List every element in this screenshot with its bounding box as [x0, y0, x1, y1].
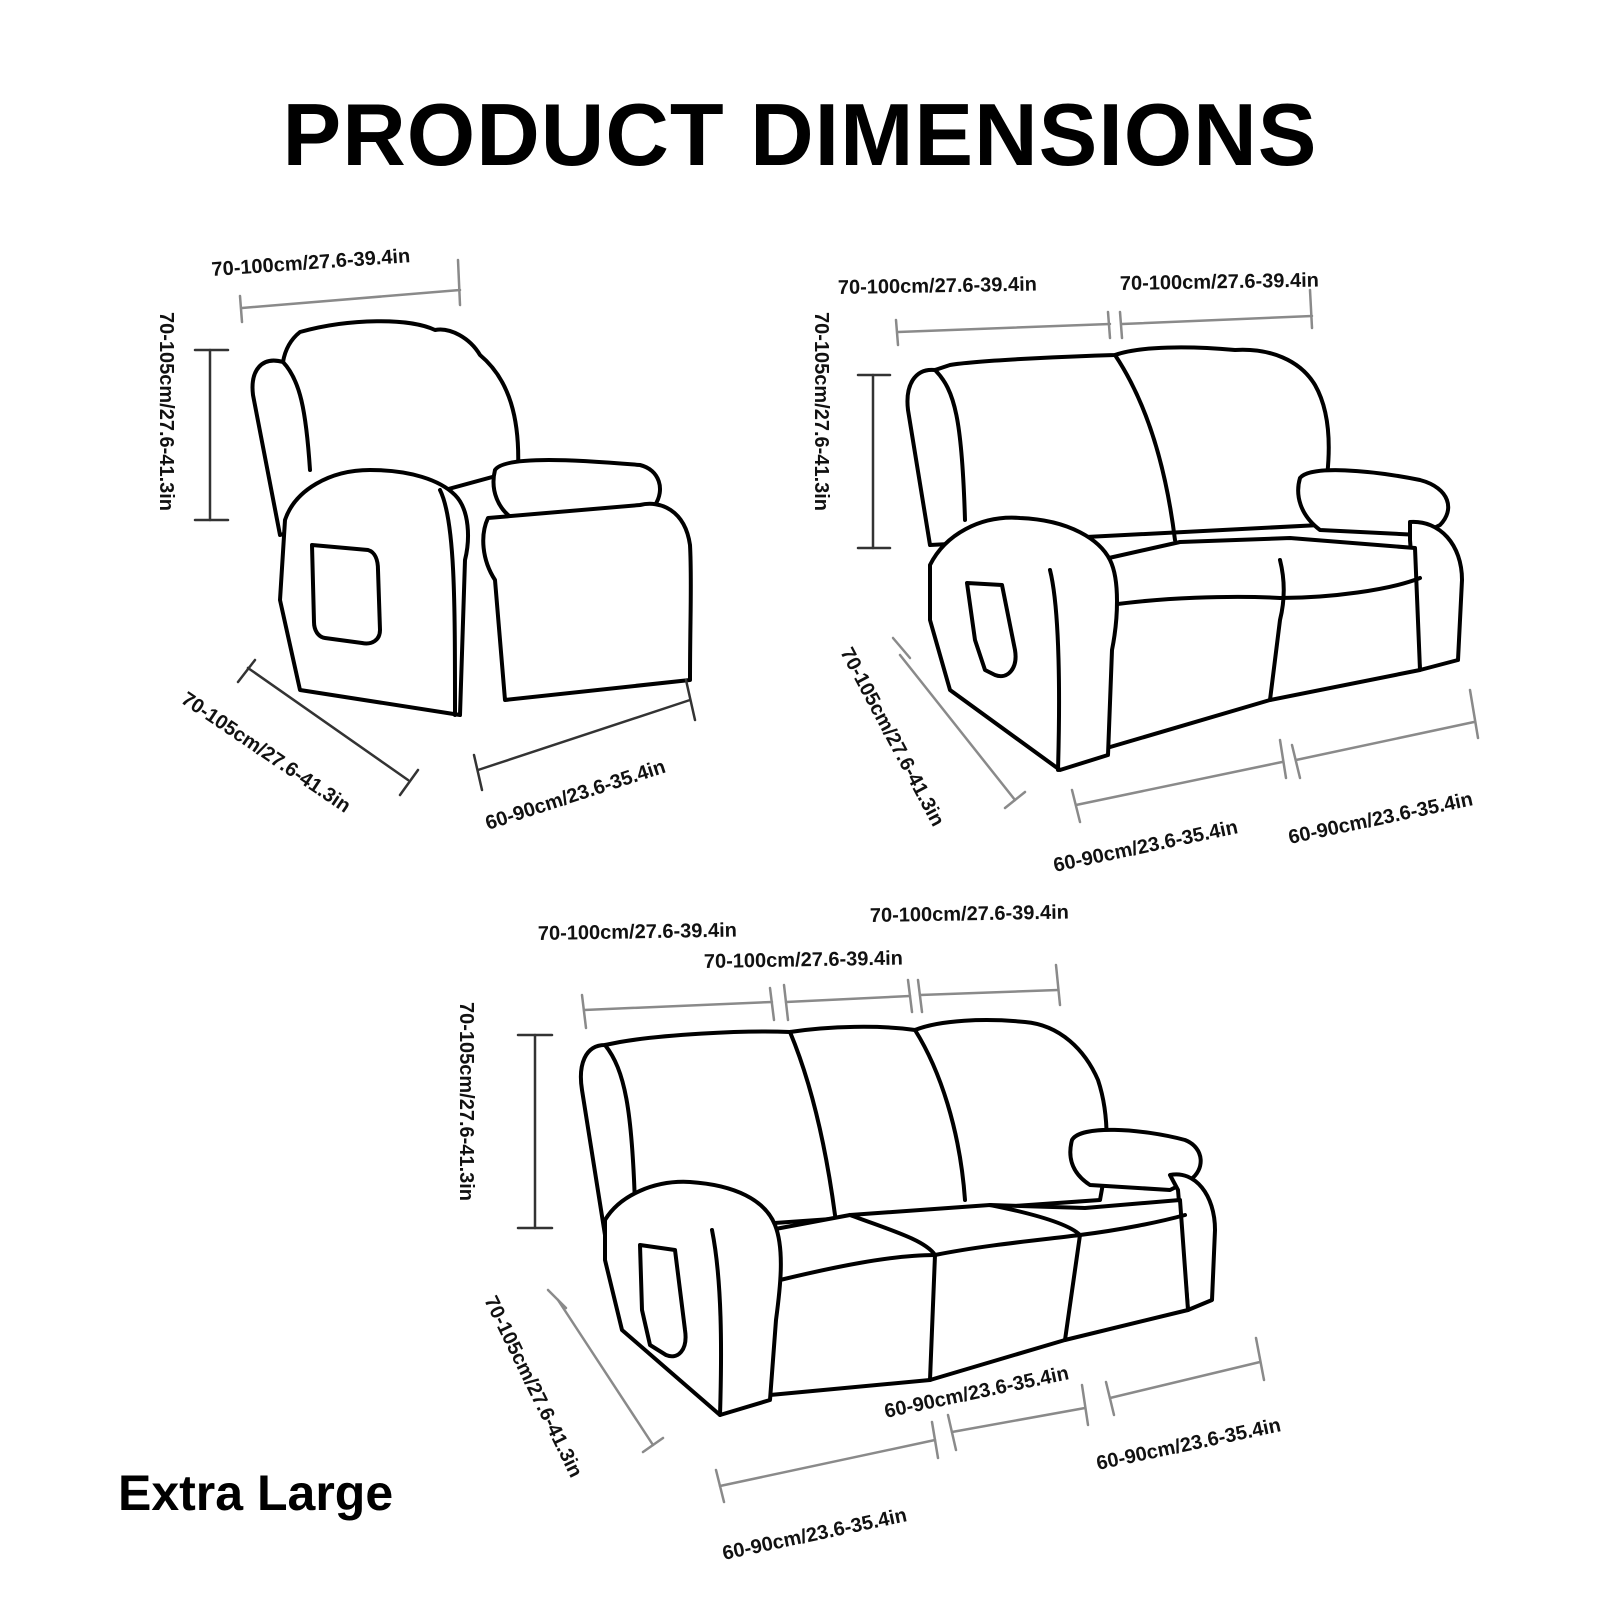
sofa-drawing — [578, 1018, 1217, 1417]
loveseat-seat-cushions — [1098, 536, 1422, 752]
sofa-seat-divider-1 — [848, 1213, 937, 1382]
sofa-back-divider-2 — [913, 1028, 967, 1202]
recliner-seat-width-label: 60-90cm/23.6-35.4in — [483, 756, 669, 835]
loveseat-seat-width-right-label: 60-90cm/23.6-35.4in — [1286, 788, 1474, 849]
sofa-seat-divider-2 — [988, 1203, 1082, 1342]
loveseat-seat-front-edge — [1108, 576, 1422, 607]
sofa-backrest — [578, 1018, 1109, 1237]
sofa-left-arm — [603, 1179, 783, 1417]
loveseat-seat-divider — [1268, 558, 1286, 702]
recliner-depth-label: 70-105cm/27.6-41.3in — [177, 688, 354, 818]
sofa-seat-front-edge — [778, 1213, 1187, 1282]
sofa-back-wing — [603, 1043, 637, 1207]
loveseat-right-arm-front — [1408, 519, 1464, 672]
loveseat-left-arm — [928, 515, 1119, 772]
loveseat-depth-label: 70-105cm/27.6-41.3in — [836, 644, 949, 830]
recliner-top-width-label: 70-100cm/27.6-39.4in — [211, 245, 411, 281]
sofa-top-width-right-label: 70-100cm/27.6-39.4in — [870, 902, 1069, 927]
loveseat-seat-width-left-label: 60-90cm/23.6-35.4in — [1051, 816, 1239, 877]
loveseat-height-label: 70-105cm/27.6-41.3in — [810, 312, 832, 511]
loveseat-arm-seam — [1048, 568, 1062, 772]
recliner-height-label: 70-105cm/27.6-41.3in — [155, 312, 177, 511]
recliner-right-arm-front — [481, 501, 693, 702]
loveseat-drawing — [905, 345, 1464, 772]
sofa-top-width-left-label: 70-100cm/27.6-39.4in — [538, 920, 737, 945]
loveseat-side-pocket — [965, 581, 1018, 679]
sofa-side-pocket — [638, 1243, 688, 1359]
loveseat-backrest — [905, 345, 1331, 547]
sofa-seat-cushions — [768, 1198, 1190, 1397]
single-recliner-measures — [193, 258, 697, 797]
recliner-back-wing — [281, 360, 312, 472]
sofa-measures — [516, 963, 1266, 1504]
loveseat-top-width-right-label: 70-100cm/27.6-39.4in — [1120, 270, 1319, 295]
loveseat-top-width-left-label: 70-100cm/27.6-39.4in — [838, 274, 1037, 299]
loveseat-measures — [856, 288, 1480, 824]
single-recliner-drawing — [250, 319, 693, 717]
sofa-top-width-middle-label: 70-100cm/27.6-39.4in — [704, 948, 903, 973]
sofa-arm-seam — [710, 1228, 724, 1417]
size-label: Extra Large — [118, 1465, 393, 1521]
loveseat-right-arm — [1296, 468, 1451, 537]
sofa-seat-width-left-label: 60-90cm/23.6-35.4in — [720, 1504, 908, 1565]
recliner-side-pocket — [310, 543, 382, 646]
loveseat-back-divider — [1113, 353, 1177, 542]
sofa-height-label: 70-105cm/27.6-41.3in — [455, 1002, 477, 1201]
recliner-arm-seam — [438, 488, 457, 717]
loveseat-back-wing — [933, 368, 967, 522]
sofa-seat-width-right-label: 60-90cm/23.6-35.4in — [1094, 1414, 1282, 1475]
page-title: PRODUCT DIMENSIONS — [283, 85, 1318, 184]
sofa-back-divider-1 — [788, 1030, 837, 1217]
